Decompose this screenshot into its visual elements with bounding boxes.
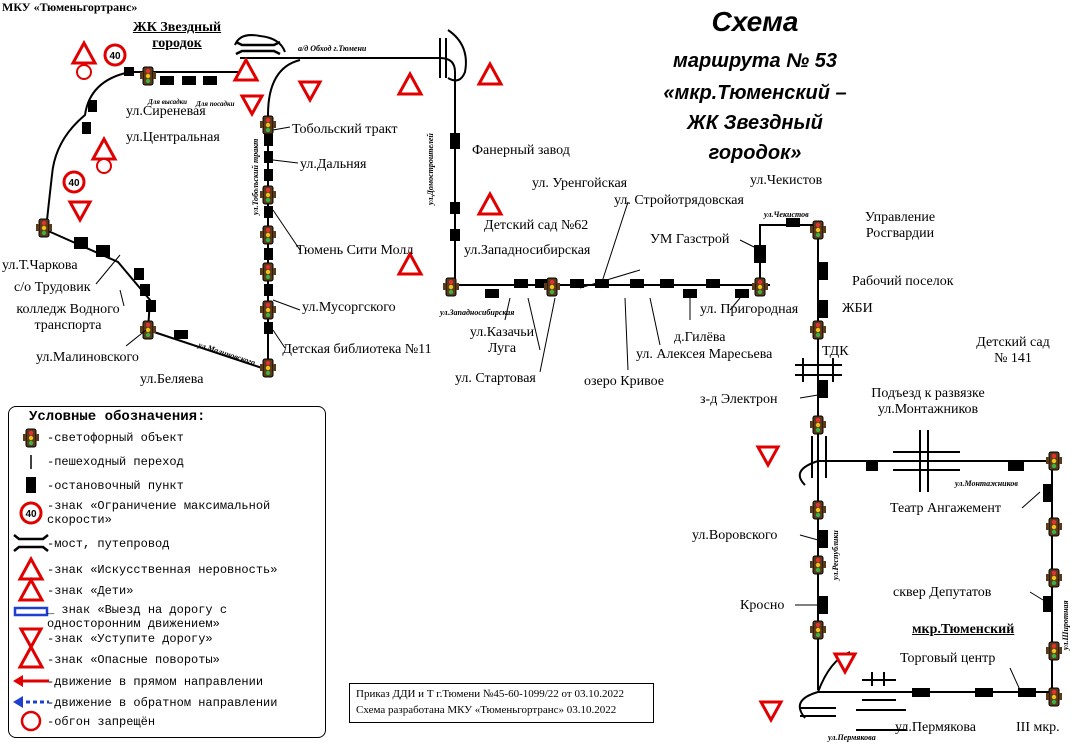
stop-torgovy: Торговый центр bbox=[900, 651, 996, 666]
no-overtaking-icon bbox=[76, 64, 112, 174]
stop-sad62: Детский сад №62 bbox=[484, 218, 589, 233]
stop-college: колледж Водного транспорта bbox=[16, 302, 120, 333]
legend-item: -знак «Опасные повороты» bbox=[47, 653, 220, 667]
title-line5: городок» bbox=[708, 142, 802, 164]
legend-item: -движение в обратном направлении bbox=[47, 696, 278, 710]
stop-urengoyskaya: ул. Уренгойская bbox=[532, 176, 628, 191]
legend-item: -обгон запрещён bbox=[47, 715, 156, 729]
stop-sirenevaya: ул.Сиреневая bbox=[126, 104, 206, 119]
stop-krivoe: озеро Кривое bbox=[584, 374, 664, 389]
title-line3: «мкр.Тюменский – bbox=[663, 82, 847, 104]
stop-elektron: з-д Электрон bbox=[700, 392, 778, 407]
stop-tdk: ТДК bbox=[822, 344, 849, 359]
stop-sad141: Детский сад № 141 bbox=[976, 335, 1050, 366]
stop-krosno: Кросно bbox=[740, 598, 785, 613]
stop-biblioteka: Детская библиотека №11 bbox=[282, 342, 432, 357]
order-line1: Приказ ДДИ и Т г.Тюмени №45-60-1099/22 о… bbox=[356, 688, 624, 700]
stop-rosgvardii: Управление Росгвардии bbox=[864, 210, 936, 241]
order-box: Приказ ДДИ и Т г.Тюмени №45-60-1099/22 о… bbox=[349, 683, 654, 723]
order-line2: Схема разработана МКУ «Тюменьгортранс» 0… bbox=[356, 704, 617, 716]
stop-um-gazstroy: УМ Газстрой bbox=[650, 232, 730, 247]
stop-malinovskogo: ул.Малиновского bbox=[36, 350, 139, 365]
stop-siti-moll: Тюмень Сити Молл bbox=[296, 243, 414, 258]
street-permyakova: ул.Пермякова bbox=[828, 733, 876, 742]
stop-zhbi: ЖБИ bbox=[842, 301, 873, 316]
stop-iii-mkr: III мкр. bbox=[1016, 720, 1060, 735]
title-line4: ЖК Звездный bbox=[687, 112, 823, 134]
street-respubliki: ул.Республики bbox=[831, 530, 840, 581]
legend-item: -светофорный объект bbox=[47, 431, 184, 445]
stop-permyakova: ул.Пермякова bbox=[895, 720, 977, 735]
stop-musorgskogo: ул.Мусоргского bbox=[302, 300, 396, 315]
street-malinovskogo: ул.Малиновского bbox=[196, 340, 256, 367]
stop-centralnaya: ул.Центральная bbox=[126, 130, 220, 145]
terminus-south: мкр.Тюменский bbox=[912, 622, 1015, 637]
stop-chekistov: ул.Чекистов bbox=[750, 173, 823, 188]
legend-item: -знак «Дети» bbox=[47, 584, 134, 598]
legend-item: -знак «Ограничение максимальной скорости… bbox=[47, 499, 271, 527]
stop-startovaya: ул. Стартовая bbox=[455, 371, 536, 386]
street-chekistov: ул.Чекистов bbox=[764, 210, 809, 219]
legend: Условные обозначения: -светофорный объек… bbox=[8, 406, 326, 738]
terminus-north: ЖК Звездный городок bbox=[132, 20, 222, 51]
stop-trudovik: с/о Трудовик bbox=[14, 280, 91, 295]
street-montazhnikov: ул.Монтажников bbox=[955, 479, 1018, 488]
legend-icons bbox=[13, 428, 49, 732]
stop-rabochy: Рабочий поселок bbox=[852, 274, 954, 289]
street-dlya-posadki: Для посадки bbox=[196, 100, 235, 108]
street-shirotnaya: ул.Широтная bbox=[1061, 600, 1070, 651]
legend-item: _ знак «Выезд на дорогу с односторонним … bbox=[47, 603, 228, 631]
stop-dalnyaya: ул.Дальняя bbox=[300, 157, 367, 172]
stop-zapadnosib: ул.Западносибирская bbox=[464, 243, 591, 258]
stop-fanerny: Фанерный завод bbox=[472, 143, 570, 158]
stop-angazhement: Театр Ангажемент bbox=[890, 501, 1001, 516]
stop-belyaeva: ул.Беляева bbox=[140, 372, 204, 387]
legend-item: -знак «Искусственная неровность» bbox=[47, 563, 278, 577]
street-domostroiteley: ул.Домостроителей bbox=[426, 133, 435, 206]
street-zapadnosibirskaya: ул.Западносибирская bbox=[440, 308, 515, 317]
stop-gileva: д.Гилёва bbox=[674, 330, 726, 345]
legend-item: -движение в прямом направлении bbox=[47, 675, 264, 689]
stop-tcharkova: ул.Т.Чаркова bbox=[2, 258, 78, 273]
stop-deputatov: сквер Депутатов bbox=[893, 585, 992, 600]
stop-tobolsky: Тобольский тракт bbox=[292, 122, 398, 137]
stop-vorovskogo: ул.Воровского bbox=[692, 528, 778, 543]
stop-podezd: Подъезд к развязке ул.Монтажников bbox=[871, 386, 985, 417]
street-obhod: а/д Обход г.Тюмени bbox=[298, 44, 367, 53]
stop-stroyotryad: ул. Стройотрядовская bbox=[614, 193, 744, 208]
stop-prigorodnaya: ул. Пригородная bbox=[700, 302, 799, 317]
stop-maresyeva: ул. Алексея Маресьева bbox=[636, 347, 773, 362]
legend-item: -пешеходный переход bbox=[47, 455, 184, 469]
street-dlya-vysadki: Для высадки bbox=[148, 98, 188, 106]
legend-item: -мост, путепровод bbox=[47, 537, 170, 551]
legend-item: -знак «Уступите дорогу» bbox=[47, 632, 213, 646]
legend-heading: Условные обозначения: bbox=[29, 409, 206, 425]
title-line1: Схема bbox=[711, 6, 799, 37]
legend-item: -остановочный пункт bbox=[47, 479, 184, 493]
title-line2: маршрута № 53 bbox=[673, 50, 837, 72]
street-tobolsky: ул.Тобольский тракт bbox=[251, 139, 260, 216]
organization-name: МКУ «Тюменьгортранс» bbox=[2, 0, 138, 14]
stop-kazachi: ул.Казачьи Луга bbox=[469, 325, 535, 356]
